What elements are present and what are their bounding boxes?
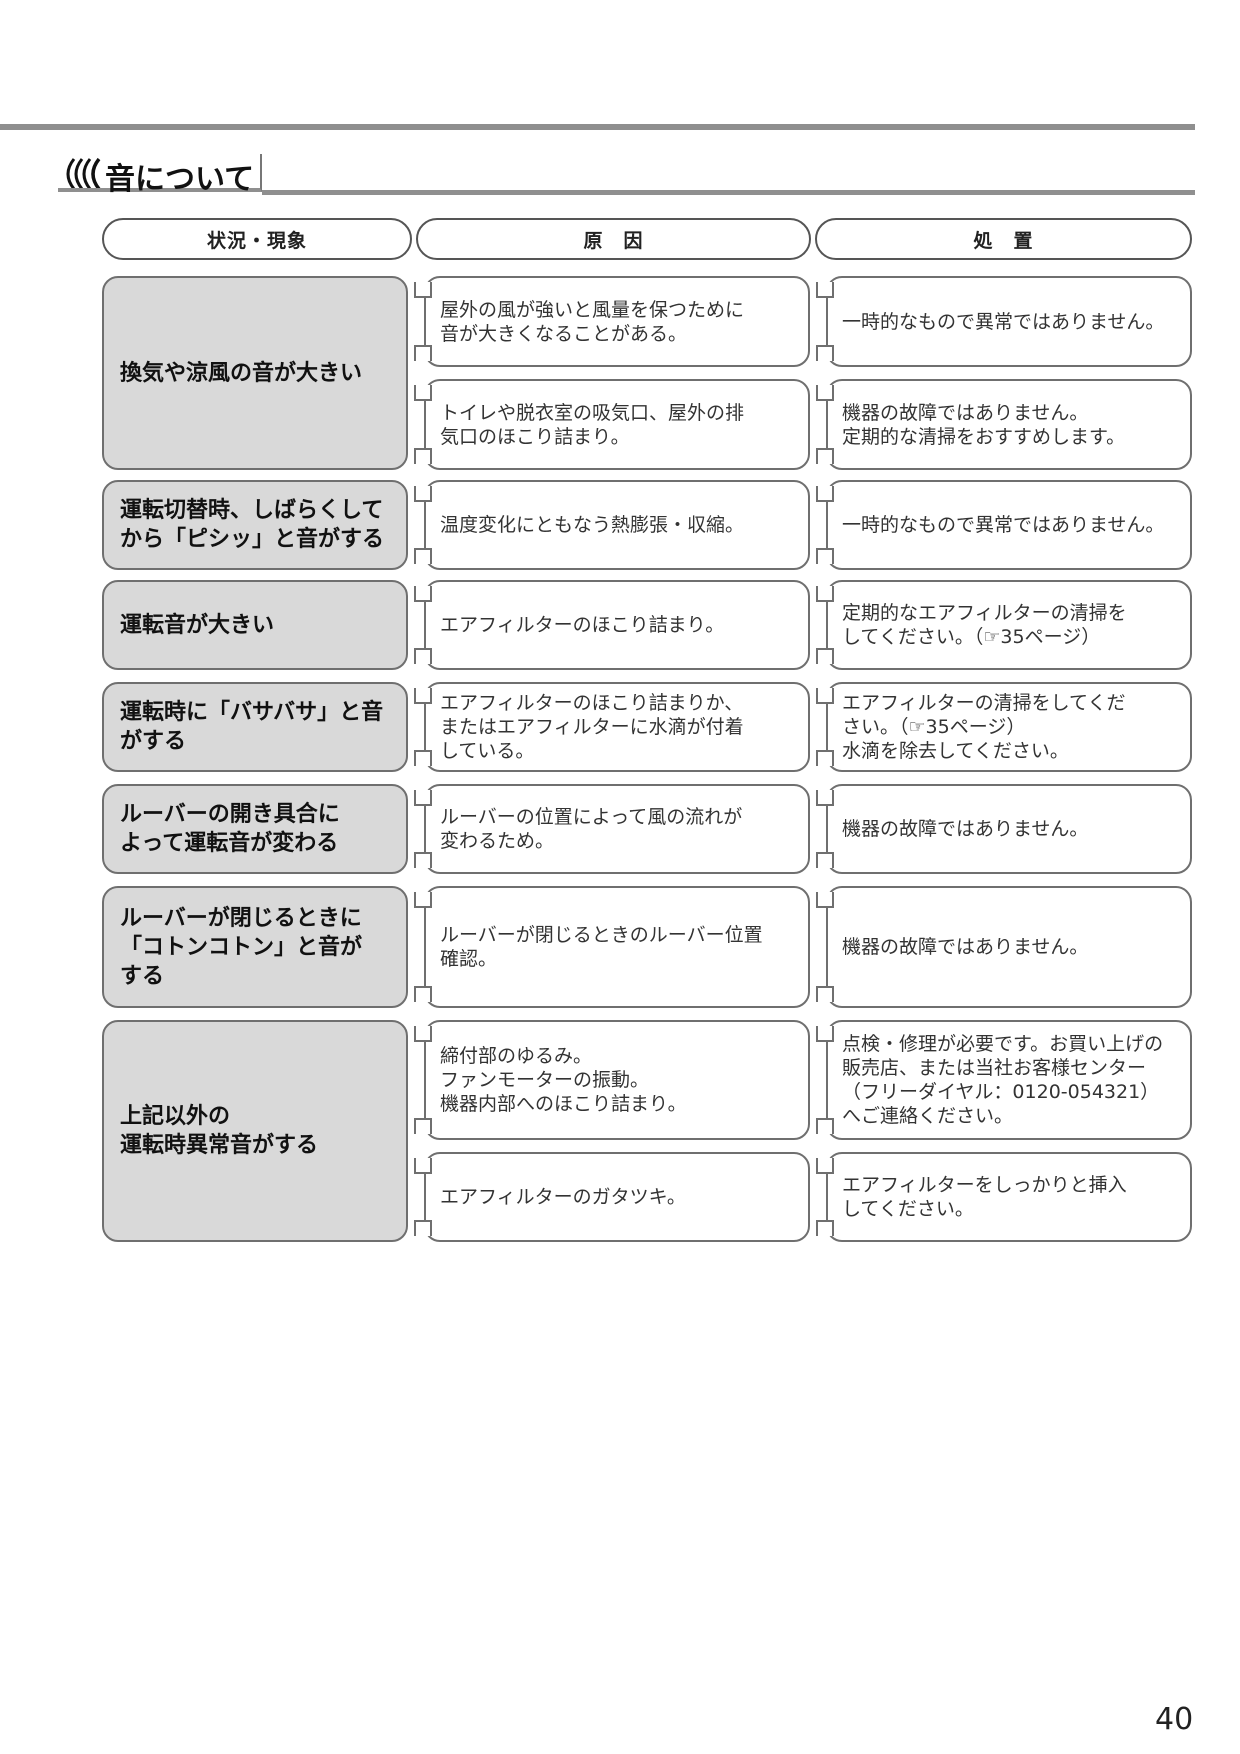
cause-text: エアフィルターのガタツキ。 (440, 1186, 686, 1208)
action-cell: エアフィルターの清掃をしてくだ さい。（☞35ページ） 水滴を除去してください。 (826, 682, 1192, 772)
connector-notch (816, 1118, 834, 1134)
sound-wave-icon (66, 157, 101, 191)
cause-cell: トイレや脱衣室の吸気口、屋外の排 気口のほこり詰まり。 (424, 379, 810, 470)
connector-notch (414, 986, 432, 1002)
action-cell: 機器の故障ではありません。 (826, 886, 1192, 1008)
connector-notch (816, 892, 834, 908)
connector-notch (414, 892, 432, 908)
connector-notch (816, 986, 834, 1002)
section-title-rule (262, 190, 1195, 195)
connector-notch (816, 448, 834, 464)
connector-notch (816, 648, 834, 664)
connector-notch (414, 486, 432, 502)
cause-text: トイレや脱衣室の吸気口、屋外の排 気口のほこり詰まり。 (440, 401, 745, 448)
action-text: 点検・修理が必要です。お買い上げの 販売店、または当社お客様センター （フリーダ… (842, 1033, 1164, 1127)
symptom-cell: ルーバーの開き具合に よって運転音が変わる (102, 784, 408, 874)
cause-cell: 温度変化にともなう熱膨張・収縮。 (424, 480, 810, 570)
symptom-text: ルーバーの開き具合に よって運転音が変わる (120, 802, 340, 856)
connector-notch (816, 486, 834, 502)
connector-notch (816, 1026, 834, 1042)
connector-notch (414, 586, 432, 602)
cause-cell: エアフィルターのほこり詰まりか、 またはエアフィルターに水滴が付着 している。 (424, 682, 810, 772)
connector-notch (414, 1220, 432, 1236)
action-cell: エアフィルターをしっかりと挿入 してください。 (826, 1152, 1192, 1242)
action-cell: 一時的なもので異常ではありません。 (826, 276, 1192, 367)
page-number: 40 (1155, 1702, 1194, 1737)
connector-notch (816, 586, 834, 602)
symptom-cell: 運転切替時、しばらくして から「ピシッ」と音がする (102, 480, 408, 570)
symptom-text: 換気や涼風の音が大きい (120, 360, 363, 386)
connector-notch (414, 385, 432, 401)
connector-notch (414, 688, 432, 704)
cause-text: 締付部のゆるみ。 ファンモーターの振動。 機器内部へのほこり詰まり。 (440, 1045, 687, 1115)
symptom-cell: 運転時に「バサバサ」と音 がする (102, 682, 408, 772)
connector-notch (816, 852, 834, 868)
cause-cell: 屋外の風が強いと風量を保つために 音が大きくなることがある。 (424, 276, 810, 367)
connector-notch (414, 750, 432, 766)
action-text: 機器の故障ではありません。 (842, 936, 1089, 958)
symptom-text: 上記以外の 運転時異常音がする (120, 1104, 319, 1158)
connector-notch (414, 282, 432, 298)
cause-text: ルーバーが閉じるときのルーバー位置 確認。 (440, 924, 763, 970)
section-title-frame (58, 154, 262, 192)
action-cell: 一時的なもので異常ではありません。 (826, 480, 1192, 570)
symptom-text: 運転切替時、しばらくして から「ピシッ」と音がする (120, 498, 385, 552)
connector-notch (816, 1220, 834, 1236)
header-cause: 原 因 (416, 218, 811, 260)
connector-notch (414, 1118, 432, 1134)
connector-notch (414, 852, 432, 868)
connector-notch (816, 385, 834, 401)
connector-notch (816, 1158, 834, 1174)
action-text: エアフィルターの清掃をしてくだ さい。（☞35ページ） 水滴を除去してください。 (842, 692, 1126, 762)
action-cell: 点検・修理が必要です。お買い上げの 販売店、または当社お客様センター （フリーダ… (826, 1020, 1192, 1140)
connector-notch (816, 345, 834, 361)
connector-notch (816, 750, 834, 766)
symptom-text: 運転音が大きい (120, 612, 275, 638)
action-cell: 定期的なエアフィルターの清掃を してください。（☞35ページ） (826, 580, 1192, 670)
cause-text: ルーバーの位置によって風の流れが 変わるため。 (440, 806, 743, 852)
action-cell: 機器の故障ではありません。 定期的な清掃をおすすめします。 (826, 379, 1192, 470)
action-text: 機器の故障ではありません。 (842, 818, 1089, 840)
symptom-text: 運転時に「バサバサ」と音 がする (120, 700, 384, 754)
cause-text: 温度変化にともなう熱膨張・収縮。 (440, 514, 745, 536)
connector-notch (816, 790, 834, 806)
connector-notch (816, 282, 834, 298)
action-text: 機器の故障ではありません。 定期的な清掃をおすすめします。 (842, 401, 1126, 448)
cause-cell: ルーバーが閉じるときのルーバー位置 確認。 (424, 886, 810, 1008)
symptom-cell: 上記以外の 運転時異常音がする (102, 1020, 408, 1242)
cause-cell: ルーバーの位置によって風の流れが 変わるため。 (424, 784, 810, 874)
action-text: 一時的なもので異常ではありません。 (842, 514, 1165, 536)
connector-notch (414, 1158, 432, 1174)
symptom-cell: 運転音が大きい (102, 580, 408, 670)
top-rule (0, 124, 1195, 130)
connector-notch (414, 448, 432, 464)
action-cell: 機器の故障ではありません。 (826, 784, 1192, 874)
header-symptom: 状況・現象 (102, 218, 412, 260)
connector-notch (414, 345, 432, 361)
cause-text: 屋外の風が強いと風量を保つために 音が大きくなることがある。 (440, 298, 745, 345)
cause-cell: エアフィルターのほこり詰まり。 (424, 580, 810, 670)
connector-notch (816, 548, 834, 564)
symptom-text: ルーバーが閉じるときに 「コトンコトン」と音が する (120, 905, 363, 989)
cause-cell: 締付部のゆるみ。 ファンモーターの振動。 機器内部へのほこり詰まり。 (424, 1020, 810, 1140)
connector-notch (414, 648, 432, 664)
connector-notch (414, 548, 432, 564)
symptom-cell: 換気や涼風の音が大きい (102, 276, 408, 470)
cause-text: エアフィルターのほこり詰まり。 (440, 614, 725, 636)
action-text: 一時的なもので異常ではありません。 (842, 310, 1165, 333)
action-text: エアフィルターをしっかりと挿入 してください。 (842, 1174, 1127, 1220)
cause-cell: エアフィルターのガタツキ。 (424, 1152, 810, 1242)
action-text: 定期的なエアフィルターの清掃を してください。（☞35ページ） (842, 602, 1127, 648)
connector-notch (816, 688, 834, 704)
header-action: 処 置 (815, 218, 1192, 260)
connector-notch (414, 1026, 432, 1042)
section-title: 音について (105, 162, 255, 197)
symptom-cell: ルーバーが閉じるときに 「コトンコトン」と音が する (102, 886, 408, 1008)
cause-text: エアフィルターのほこり詰まりか、 またはエアフィルターに水滴が付着 している。 (440, 692, 744, 762)
connector-notch (414, 790, 432, 806)
